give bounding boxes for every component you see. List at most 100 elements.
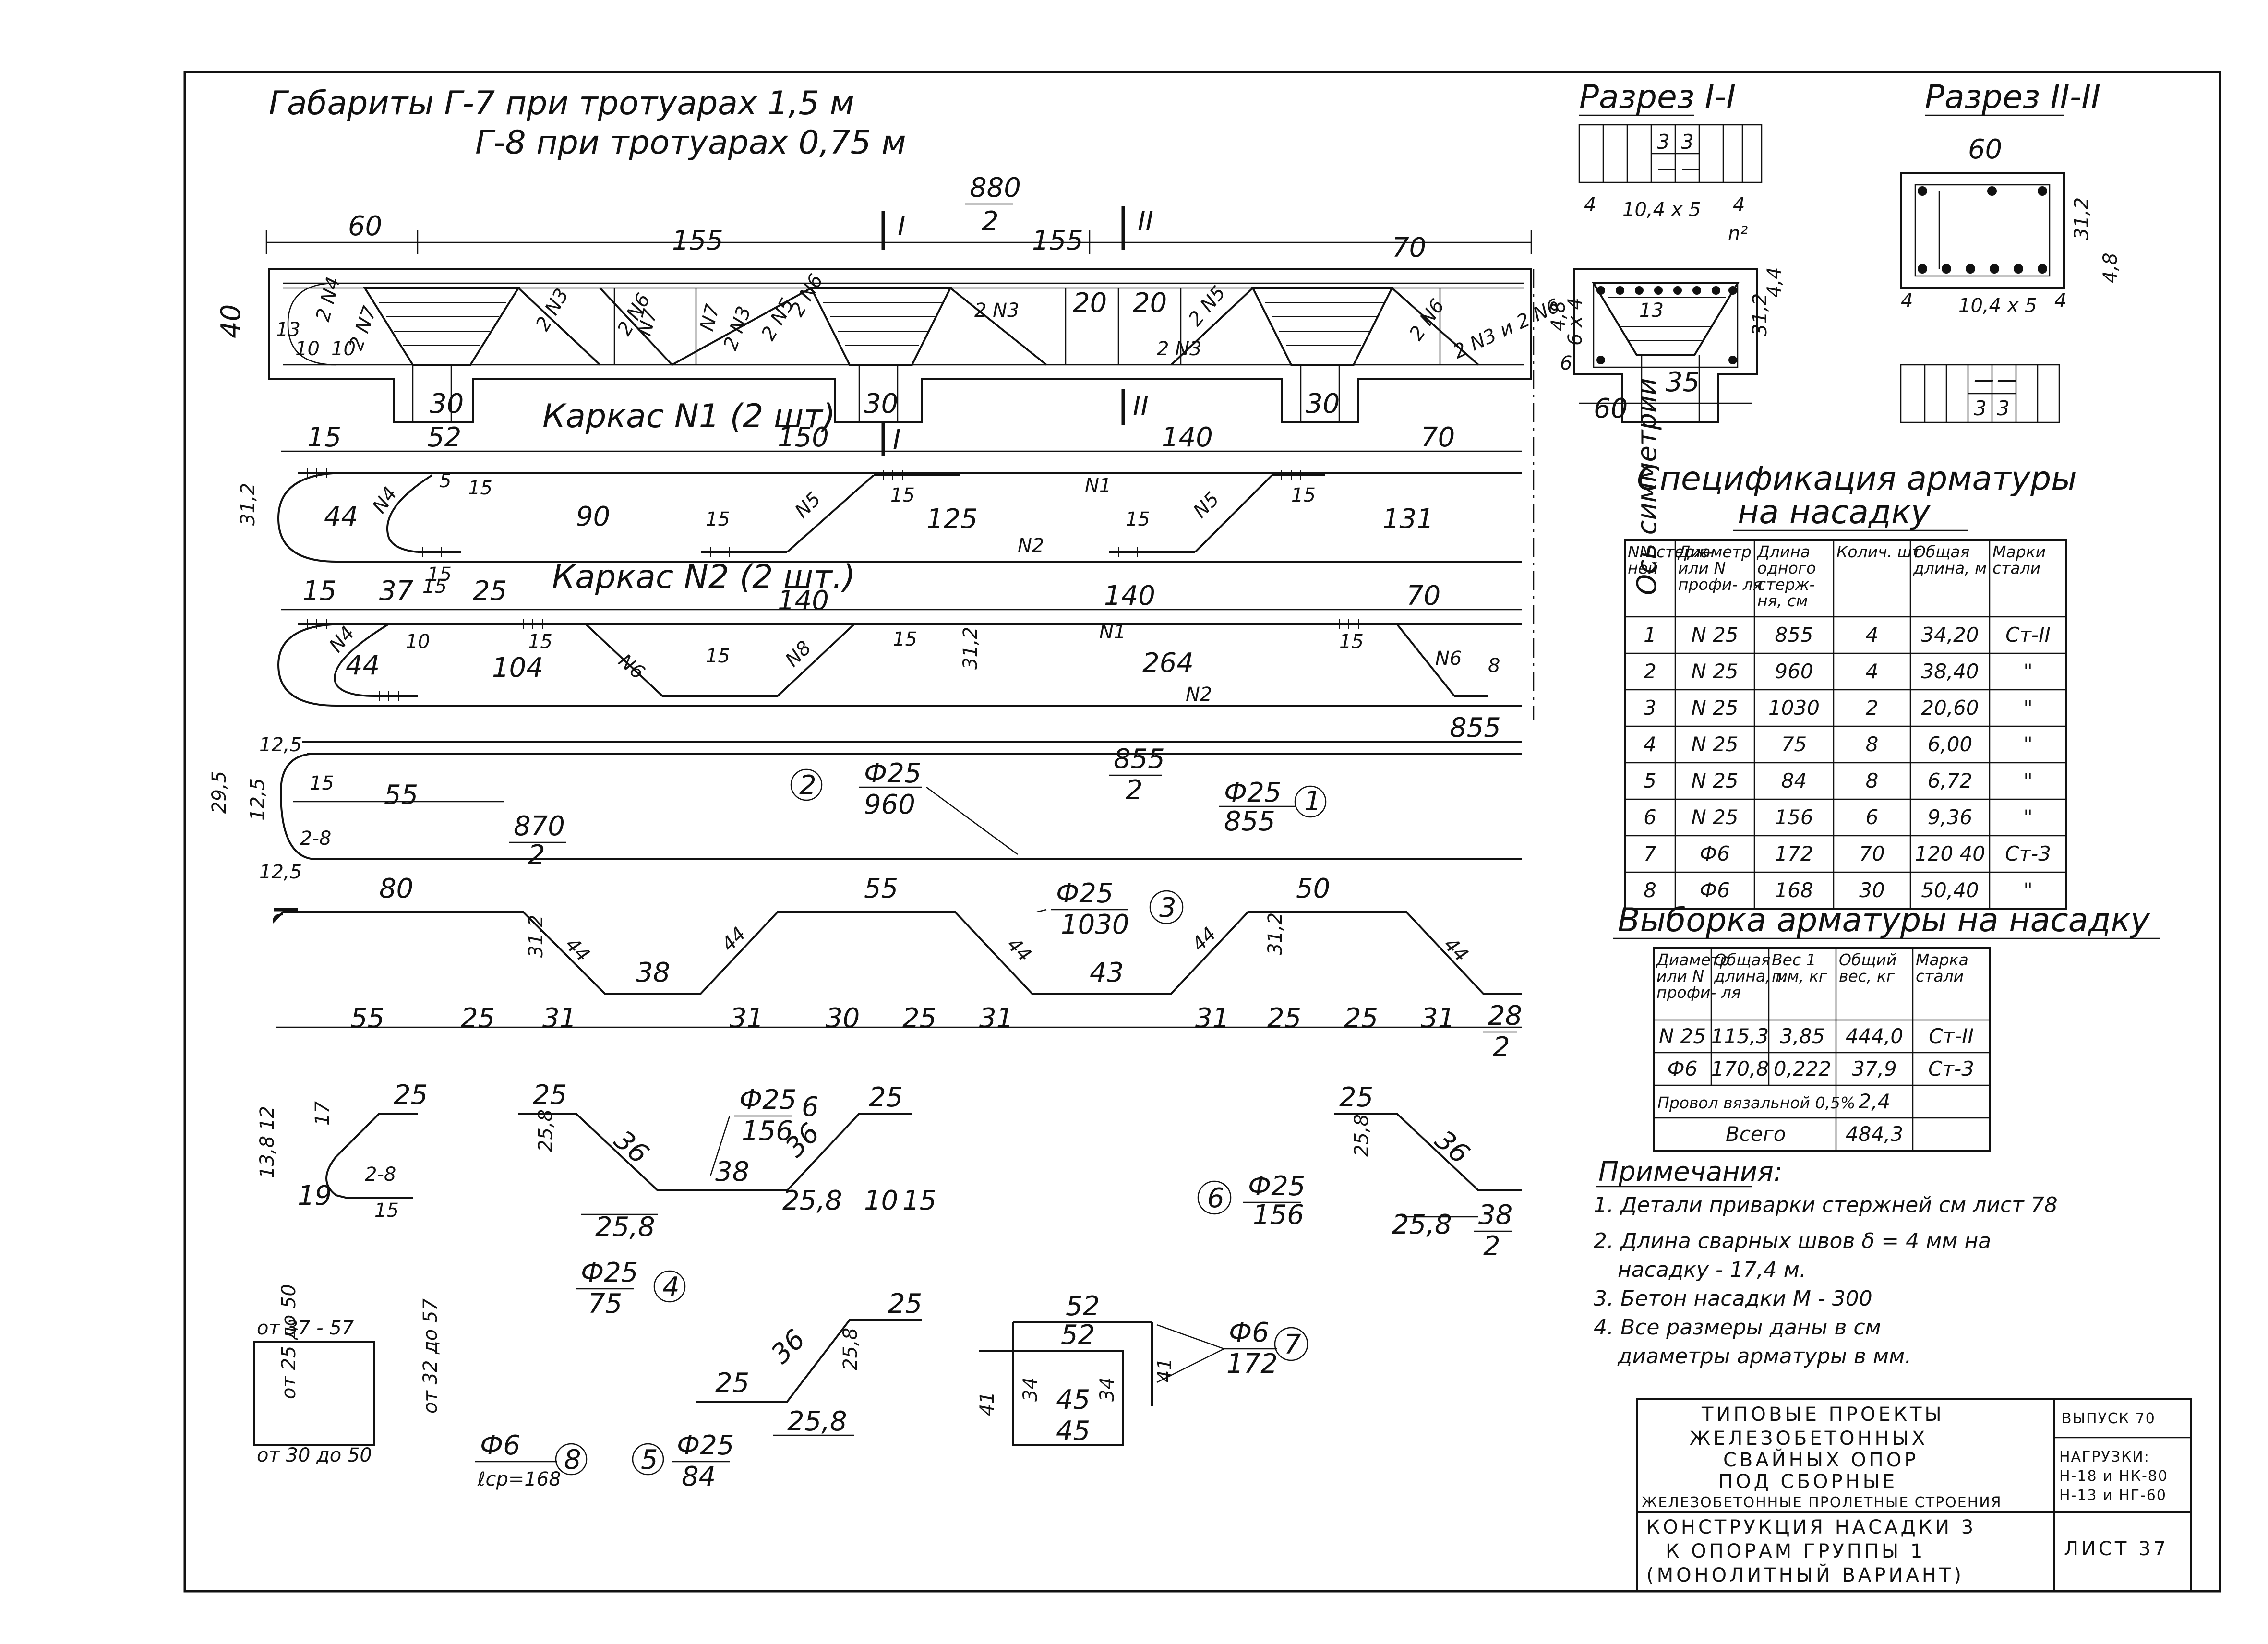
bar3-base-25a: 25 bbox=[461, 1003, 495, 1034]
stamp-sheet-number: ЛИСТ 37 bbox=[2064, 1538, 2169, 1560]
section-II-cell-1: — bbox=[1974, 368, 1994, 391]
bar2-dim-295: 29,5 bbox=[208, 771, 230, 814]
k2-dim-44: 44 bbox=[346, 650, 380, 681]
bar3-base-31a: 31 bbox=[542, 1003, 576, 1034]
spec-header-0: ней bbox=[1628, 559, 1658, 577]
bar6-label-dia: Ф25 bbox=[1248, 1171, 1305, 1202]
spec-cell-r4-c4: 6,72 bbox=[1928, 769, 1973, 792]
bar6-label-len: 156 bbox=[1253, 1200, 1304, 1231]
k1-mark-n5b: N5 bbox=[1189, 488, 1224, 523]
k2-dim-140a: 140 bbox=[778, 585, 829, 616]
spec-header-5: стали bbox=[1992, 559, 2040, 577]
vyb-cell-r0-c0: N 25 bbox=[1659, 1024, 1706, 1048]
bar7-len: 172 bbox=[1226, 1348, 1278, 1380]
bar4-mark: 4 bbox=[662, 1272, 680, 1303]
vyb-cell-r1-c0: Ф6 bbox=[1668, 1057, 1698, 1080]
spec-header-5: Марки bbox=[1992, 542, 2046, 561]
elev-half-num: 880 bbox=[970, 172, 1021, 204]
bar3-height-1: 31,2 bbox=[525, 915, 547, 958]
stamp-line-2: ЖЕЛЕЗОБЕТОННЫХ bbox=[1690, 1428, 1928, 1450]
section-II-dim-4a: 4 bbox=[1901, 290, 1913, 312]
bar3-slope-5: 44 bbox=[1440, 934, 1473, 967]
karkas-1-title: Каркас N1 (2 шт) bbox=[542, 397, 835, 435]
elev-mark-2n5b: 2 N5 bbox=[1184, 282, 1230, 330]
elev-mark-2n4: 2 N4 bbox=[312, 275, 345, 324]
k1-dim-5: 5 bbox=[439, 470, 451, 492]
karkas-2: Каркас N2 (2 шт.) 15 37 15 25 140 140 70… bbox=[277, 558, 1522, 707]
bar3-base-25b: 25 bbox=[902, 1003, 936, 1034]
bar4-dim-15: 15 bbox=[374, 1200, 399, 1222]
elev-dim-40: 40 bbox=[216, 304, 247, 338]
spec-cell-r5-c2: 156 bbox=[1775, 805, 1813, 829]
spec-header-0: NN стерж- bbox=[1628, 542, 1714, 561]
section-I-dim-6: 6 bbox=[1560, 352, 1572, 374]
k2-dim-312: 31,2 bbox=[960, 627, 982, 670]
spec-cell-r5-c5: " bbox=[2023, 805, 2032, 829]
spec-table: Спецификация арматуры на насадку NN стер… bbox=[1624, 460, 2077, 910]
stamp-sheet-title-2: К ОПОРАМ ГРУППЫ 1 bbox=[1666, 1540, 1925, 1562]
stamp-loads-2: Н-13 и НГ-60 bbox=[2059, 1487, 2167, 1504]
vyb-header-1: Общая bbox=[1714, 950, 1770, 969]
elev-mark-10b: 10 bbox=[331, 338, 356, 360]
section-I-dim-35: 35 bbox=[1666, 367, 1700, 398]
k2-dim-15e: 15 bbox=[893, 628, 917, 650]
section-I-dim-4a: 4 bbox=[1584, 194, 1596, 216]
k1-dim-150: 150 bbox=[778, 422, 829, 453]
vyb-cell-r0-c2: 3,85 bbox=[1780, 1024, 1825, 1048]
spec-cell-r6-c4: 120 40 bbox=[1915, 842, 1985, 865]
spec-cell-r6-c5: Ст-3 bbox=[2005, 842, 2051, 865]
vyb-header-0: или N bbox=[1656, 967, 1704, 985]
k2-mark-n6b: N6 bbox=[1435, 648, 1462, 670]
spec-cell-r0-c2: 855 bbox=[1775, 623, 1813, 647]
karkas-2-title: Каркас N2 (2 шт.) bbox=[552, 558, 855, 596]
k1-dim-131: 131 bbox=[1382, 504, 1434, 535]
spec-cell-r0-c0: 1 bbox=[1644, 623, 1656, 647]
bar3-len: 1030 bbox=[1061, 909, 1129, 940]
k1-dim-15c: 15 bbox=[706, 508, 730, 530]
vyb-cell-r1-c4: Ст-3 bbox=[1928, 1057, 1974, 1080]
bar8-len: ℓср=168 bbox=[477, 1468, 561, 1490]
pile-dim-30b: 30 bbox=[864, 388, 898, 420]
k1-dim-15: 15 bbox=[307, 422, 341, 453]
k2-dim-10: 10 bbox=[406, 631, 430, 653]
spec-cell-r4-c0: 5 bbox=[1644, 769, 1656, 792]
vyb-total-value: 484,3 bbox=[1846, 1122, 1903, 1146]
k1-mark-n2: N2 bbox=[1018, 535, 1044, 557]
section-II-title: Разрез II-II bbox=[1925, 78, 2100, 116]
spec-cell-r2-c5: " bbox=[2023, 696, 2032, 720]
section-I-cell-4: — bbox=[1681, 156, 1701, 180]
spec-cell-r7-c0: 8 bbox=[1644, 878, 1656, 902]
bar6-len: 156 bbox=[742, 1116, 793, 1147]
stamp-line-5: ЖЕЛЕЗОБЕТОННЫЕ ПРОЛЕТНЫЕ СТРОЕНИЯ bbox=[1642, 1494, 2002, 1511]
bar6-dim-10: 10 bbox=[864, 1185, 898, 1216]
bar3-bottom-38: 38 bbox=[636, 957, 670, 988]
bar3-mark: 3 bbox=[1159, 892, 1176, 924]
k2-dim-15c: 15 bbox=[528, 631, 552, 653]
stamp-line-1: ТИПОВЫЕ ПРОЕКТЫ bbox=[1701, 1404, 1944, 1426]
section-II-dim-60: 60 bbox=[1968, 134, 2002, 165]
spec-cell-r1-c1: N 25 bbox=[1691, 660, 1738, 683]
section-II-cell-3: 3 bbox=[1974, 396, 1987, 420]
spec-cell-r6-c2: 172 bbox=[1775, 842, 1813, 865]
spec-cell-r2-c1: N 25 bbox=[1691, 696, 1738, 720]
spec-cell-r4-c5: " bbox=[2023, 769, 2032, 792]
stamp-line-3: СВАЙНЫХ ОПОР bbox=[1723, 1448, 1919, 1471]
stamp-vypusk: ВЫПУСК 70 bbox=[2062, 1410, 2156, 1427]
bar8-right: от 32 до 57 bbox=[420, 1298, 442, 1414]
bar4-dim-25: 25 bbox=[394, 1080, 428, 1111]
vyb-header-1: длина, м bbox=[1714, 967, 1788, 985]
elev-mark-20a: 20 bbox=[1073, 288, 1107, 319]
spec-cell-r3-c1: N 25 bbox=[1691, 732, 1738, 756]
elev-dim-70: 70 bbox=[1392, 232, 1426, 264]
spec-cell-r0-c3: 4 bbox=[1866, 623, 1879, 647]
k1-dim-140: 140 bbox=[1162, 422, 1213, 453]
elev-dim-60: 60 bbox=[348, 211, 382, 242]
bar1-half-num: 855 bbox=[1114, 744, 1165, 775]
bar3-slope-4: 44 bbox=[1188, 923, 1221, 956]
section-I-dim-44: 4,4 bbox=[1764, 267, 1786, 298]
bar5-mark: 5 bbox=[641, 1444, 658, 1476]
spec-cell-r3-c3: 8 bbox=[1866, 732, 1879, 756]
bar6-dim-25b: 25 bbox=[869, 1082, 903, 1113]
note-4: 4. Все размеры даны в см bbox=[1594, 1315, 1881, 1340]
bar3-base-25d: 25 bbox=[1344, 1003, 1378, 1034]
